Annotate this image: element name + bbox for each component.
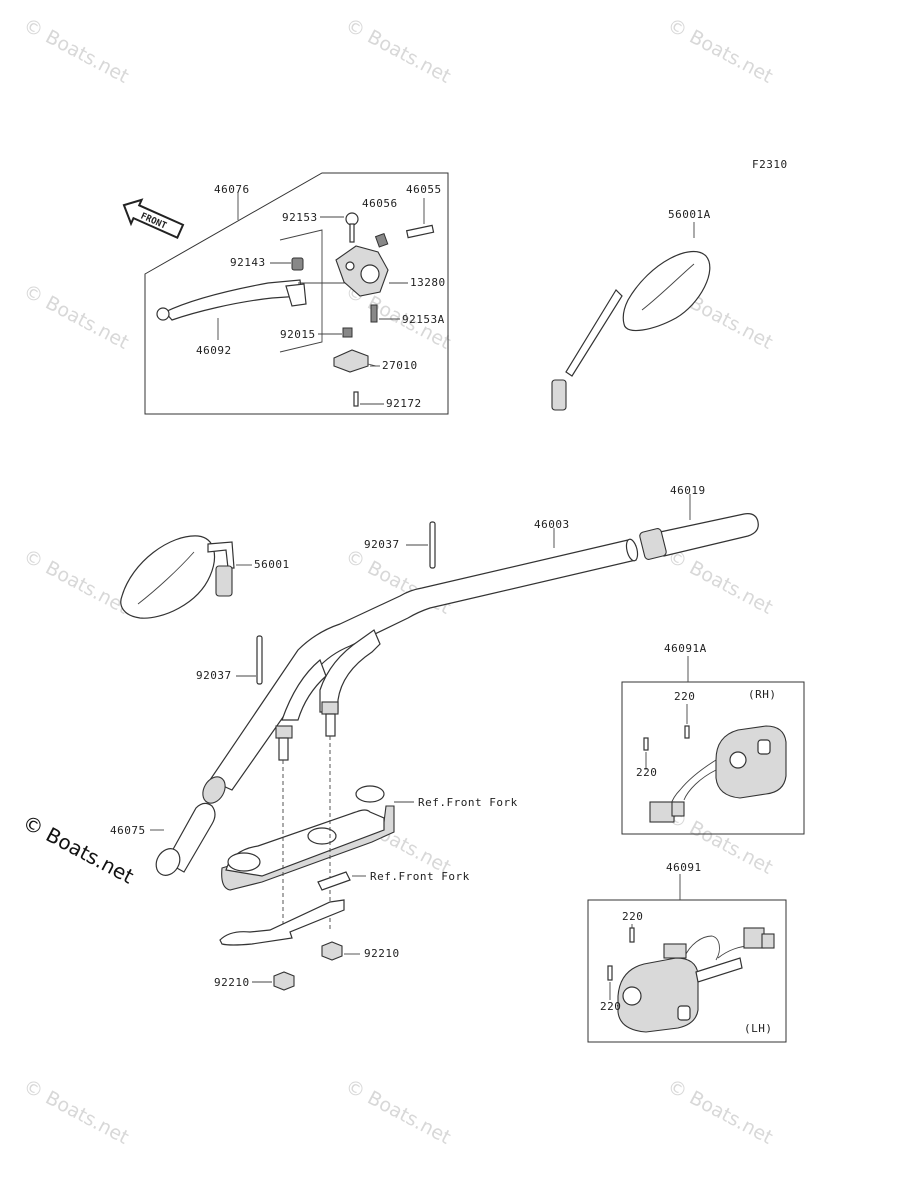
figure-code: F2310 [752,158,788,171]
label-92037-top: 92037 [364,538,400,551]
screw-220-rh-b [643,737,649,751]
label-92210-right: 92210 [364,947,400,960]
mount-plate [219,871,351,946]
lh-switch-box [587,899,787,1043]
holder-13280 [335,245,389,297]
screw-220-lh-b [607,965,613,981]
grip-left-46075 [155,776,226,876]
label-ref-front-fork-1: Ref.Front Fork [418,796,518,809]
label-92172: 92172 [386,397,422,410]
label-46091: 46091 [666,861,702,874]
label-46076: 46076 [214,183,250,196]
bolt-46055 [405,224,435,239]
handlebar-46003 [209,538,639,791]
label-ref-front-fork-2: Ref.Front Fork [370,870,470,883]
label-92210-left: 92210 [214,976,250,989]
label-rh: (RH) [748,688,777,701]
label-220-lh-a: 220 [622,910,644,923]
label-46075: 46075 [110,824,146,837]
nut-92015 [342,327,353,338]
label-46092: 46092 [196,344,232,357]
upper-bracket [221,785,395,891]
washer-46056 [374,232,389,248]
screw-220-lh-a [629,927,635,943]
screw-220-rh-a [684,725,690,739]
label-46091A: 46091A [664,642,707,655]
nut-92210-right [321,941,343,961]
label-92153: 92153 [282,211,318,224]
bolt-92153A [370,304,378,323]
label-56001A: 56001A [668,208,711,221]
mirror-left-56001 [120,535,235,619]
label-220-rh-b: 220 [636,766,658,779]
screw-92172 [353,391,359,407]
label-220-rh-a: 220 [674,690,696,703]
label-46055: 46055 [406,183,442,196]
lh-handlebar-switch [617,927,775,1033]
grip-right-46019 [639,513,759,560]
label-92143: 92143 [230,256,266,269]
label-13280: 13280 [410,276,446,289]
label-lh: (LH) [744,1022,773,1035]
label-46056: 46056 [362,197,398,210]
clutch-lever [156,279,307,340]
front-arrow-icon: FRONT [122,198,185,239]
nut-92210-left [273,971,295,991]
label-92037-mid: 92037 [196,669,232,682]
clamp-band-92037-mid [256,635,263,685]
rh-switch-box [621,681,805,835]
mirror-right-56001A [551,251,711,411]
label-46019: 46019 [670,484,706,497]
switch-27010 [333,349,377,373]
pin-92153 [345,212,359,243]
label-220-lh-b: 220 [600,1000,622,1013]
label-27010: 27010 [382,359,418,372]
lever-assembly-box [144,172,449,415]
collar-92143 [291,257,304,271]
label-92153A: 92153A [402,313,445,326]
rh-handlebar-switch [649,725,787,823]
label-56001: 56001 [254,558,290,571]
label-46003: 46003 [534,518,570,531]
label-92015: 92015 [280,328,316,341]
clamp-band-92037-top [429,521,436,569]
